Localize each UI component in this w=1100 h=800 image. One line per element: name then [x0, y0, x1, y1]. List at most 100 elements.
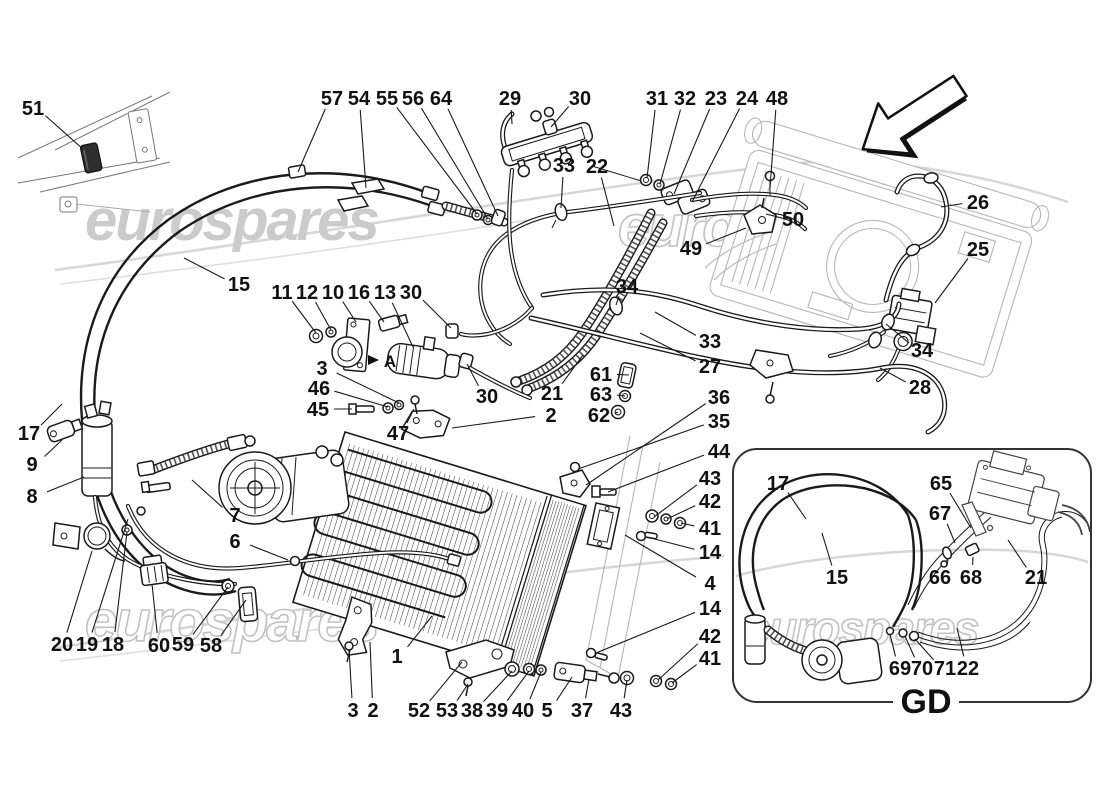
leader-line [483, 670, 513, 702]
leader-line [623, 679, 628, 699]
leader-line [291, 300, 317, 334]
clamp-60-nut-59-holder-58 [139, 554, 259, 623]
leader-line [946, 523, 956, 544]
hose-6 [125, 503, 462, 571]
leader-line [192, 586, 229, 635]
part-number-6: 6 [229, 531, 240, 553]
condenser-serpentine-tube [300, 448, 493, 619]
pipe-with-clamp-33 [478, 190, 703, 347]
inset-detail-box: eurospares [732, 448, 1092, 721]
leader-line [705, 227, 747, 245]
leader-line [336, 372, 400, 404]
manifold-29 [500, 106, 649, 184]
part-number-13: 13 [374, 282, 396, 304]
part-number-32: 32 [674, 88, 696, 110]
clamp-33 [554, 202, 568, 222]
part-number-49: 49 [680, 238, 702, 260]
part-number-71: 71 [934, 658, 956, 680]
part-number-2: 2 [367, 700, 378, 722]
leader-line [368, 300, 385, 323]
part-number-61: 61 [590, 364, 612, 386]
part-number-37: 37 [571, 700, 593, 722]
leader-line [657, 643, 699, 681]
leader-line [949, 492, 972, 529]
part-number-66: 66 [929, 567, 951, 589]
leader-line [407, 615, 433, 648]
leader-line [406, 408, 415, 424]
leader-line [577, 424, 705, 470]
part-number-30: 30 [476, 386, 498, 408]
leader-line [466, 363, 480, 387]
part-number-31: 31 [646, 88, 668, 110]
part-number-5: 5 [541, 700, 552, 722]
part-number-12: 12 [296, 282, 318, 304]
leader-line [940, 203, 963, 208]
part-number-63: 63 [590, 384, 612, 406]
leader-line [560, 176, 564, 209]
leader-line [680, 522, 695, 527]
leader-line [220, 599, 247, 636]
leader-line [769, 109, 777, 189]
leader-line [646, 536, 695, 550]
part-number-55: 55 [376, 88, 398, 110]
view-marker-label: A [384, 352, 396, 371]
part-number-21: 21 [1025, 567, 1047, 589]
plate-54b [336, 195, 370, 212]
pressure-switch-9 [46, 418, 84, 443]
part-number-8: 8 [26, 486, 37, 508]
leader-line [447, 108, 499, 217]
gd-border-gap [893, 692, 959, 712]
part-number-33: 33 [553, 155, 575, 177]
view-marker-a: A [368, 352, 396, 371]
part-number-19: 19 [76, 634, 98, 656]
pump-cluster [308, 313, 533, 401]
part-number-22: 22 [957, 658, 979, 680]
leader-line [550, 106, 570, 128]
leader-line [396, 107, 478, 215]
leader-line [885, 323, 910, 344]
inset-drier [744, 614, 766, 665]
part-number-41: 41 [699, 518, 721, 540]
part-number-22: 22 [586, 156, 608, 178]
leader-line [595, 611, 696, 654]
part-number-50: 50 [782, 209, 804, 231]
bracket-52-row [445, 639, 678, 697]
leader-line [956, 627, 965, 657]
part-number-21: 21 [541, 383, 563, 405]
inset-compressor [801, 637, 883, 685]
part-number-68: 68 [960, 567, 982, 589]
leader-line [616, 373, 630, 376]
leader-line [765, 213, 778, 218]
pipes-to-evaporator [689, 191, 809, 232]
clamp-30c [458, 352, 474, 370]
pump-13 [386, 335, 461, 380]
ring-clamp-20 [52, 480, 171, 562]
part-number-26: 26 [967, 192, 989, 214]
part-number-14: 14 [699, 542, 722, 564]
part-number-62: 62 [588, 405, 610, 427]
inset-hose-loop [738, 473, 923, 628]
leader-line [691, 108, 741, 203]
part-number-23: 23 [705, 88, 727, 110]
part-number-33: 33 [699, 331, 721, 353]
part-number-20: 20 [51, 634, 73, 656]
part-number-39: 39 [486, 700, 508, 722]
leader-line [673, 108, 711, 195]
leader-line [46, 476, 85, 493]
leader-line [585, 403, 706, 486]
clamp-30b [445, 323, 459, 339]
part-number-43: 43 [699, 468, 721, 490]
part-number-46: 46 [308, 378, 330, 400]
leader-line [44, 439, 63, 457]
bracket-4-parts [559, 461, 687, 661]
leader-line [391, 302, 414, 348]
leader-line [429, 661, 463, 702]
part-number-64: 64 [430, 88, 453, 110]
part-number-30: 30 [569, 88, 591, 110]
leader-line [44, 115, 85, 151]
leader-line [297, 108, 326, 173]
part-number-51: 51 [22, 98, 44, 120]
clamp-61-washers [610, 361, 637, 420]
